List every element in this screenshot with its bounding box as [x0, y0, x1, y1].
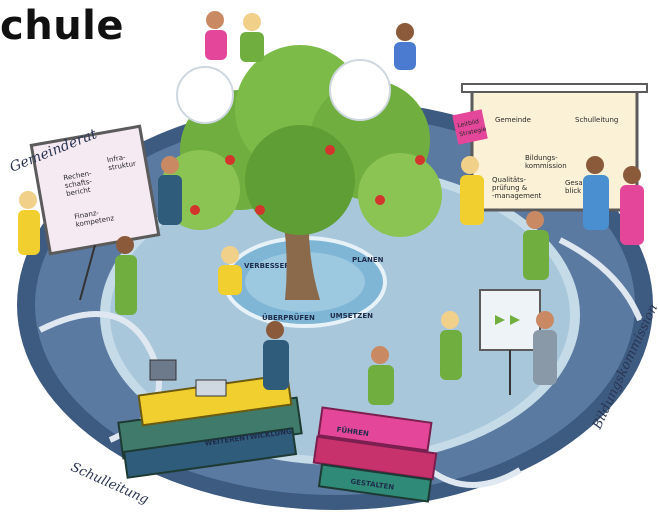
cycle-planen: PLANEN [352, 256, 384, 264]
board-right-item7: -management [492, 192, 542, 200]
board-right-item9: blick [565, 187, 582, 195]
cycle-verbessern: VERBESSERN [244, 262, 296, 270]
cycle-ueberpruefen: ÜBERPRÜFEN [262, 313, 315, 322]
board-right-item2: Schulleitung [575, 116, 618, 124]
book-stack-left: WEITERENTWICKLUNG [117, 373, 303, 479]
tree-illustration [160, 45, 442, 300]
whiteboard-bildungskommission: Leitbild Strategie Gemeinde Schulleitung… [452, 83, 648, 212]
board-left-line4: Infra- [106, 153, 126, 164]
flipchart [479, 289, 541, 395]
board-right-item6: prüfung & [492, 184, 528, 192]
board-right-item1: Gemeinde [495, 116, 531, 124]
board-right-item5: Qualitäts- [492, 176, 527, 184]
book-stack-right: FÜHREN GESTALTEN [312, 406, 438, 503]
people-group [18, 156, 644, 405]
laptop-icon [149, 359, 227, 397]
page-title: chule [0, 3, 125, 49]
board-right-item8: Gesamt- [565, 179, 595, 187]
sticky-note-1: Leitbild [457, 118, 480, 129]
board-right-item3: Bildungs- [525, 154, 558, 162]
cycle-umsetzen: UMSETZEN [330, 312, 373, 320]
board-right-item4: kommission [525, 162, 567, 170]
people-top [205, 11, 416, 70]
whiteboard-gemeinderat: Rechen- schafts- bericht Infra- struktur… [29, 124, 161, 301]
